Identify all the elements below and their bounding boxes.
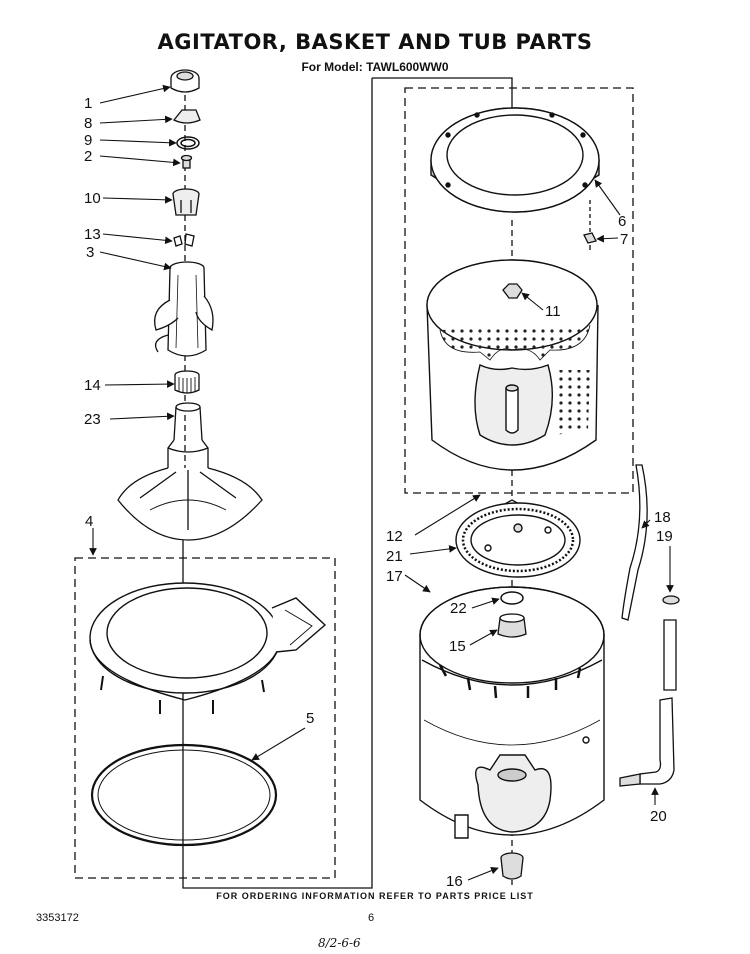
part-5-tub-seal (90, 743, 278, 847)
callout-12: 12 (386, 528, 403, 545)
ordering-note: FOR ORDERING INFORMATION REFER TO PARTS … (216, 891, 534, 901)
callout-2: 2 (84, 148, 92, 165)
part-16-drain-fitting (500, 852, 524, 880)
callout-3: 3 (86, 244, 94, 261)
part-8-cam (172, 109, 201, 124)
callout-9: 9 (84, 132, 92, 149)
callout-14: 14 (84, 377, 101, 394)
part-agitator-cap (170, 69, 200, 93)
callout-23: 23 (84, 411, 101, 428)
part-10-dog (172, 188, 200, 216)
document-number: 3353172 (36, 912, 79, 924)
part-23-agitator-base (117, 402, 263, 541)
callout-1: 1 (84, 95, 92, 112)
callout-8: 8 (84, 115, 92, 132)
handwritten-note: 8/2-6-6 (318, 936, 361, 950)
part-15-hub-seal (497, 613, 527, 638)
ring-subassembly-box (74, 557, 336, 879)
callout-6: 6 (618, 213, 626, 230)
callout-5: 5 (306, 710, 314, 727)
part-7-clip (583, 232, 597, 244)
part-basket (426, 259, 599, 471)
callout-20: 20 (650, 808, 667, 825)
callout-18: 18 (654, 509, 671, 526)
part-20-drain-hose (619, 619, 677, 787)
callout-leaders (89, 84, 674, 881)
part-11-nut (502, 283, 523, 299)
part-21-gear-ring (455, 502, 581, 578)
callout-11: 11 (545, 303, 561, 320)
callout-labels: 1 8 9 2 10 13 3 14 23 4 5 6 7 11 12 21 1… (84, 95, 673, 890)
part-22-ring (500, 591, 524, 605)
part-19-clamp (662, 595, 680, 605)
callout-19: 19 (656, 528, 673, 545)
callout-7: 7 (620, 231, 628, 248)
part-6-basket-ring (430, 107, 600, 213)
part-13-clips (173, 233, 195, 247)
part-17-outer-tub (419, 586, 605, 839)
callout-21: 21 (386, 548, 403, 565)
page-title: AGITATOR, BASKET AND TUB PARTS (157, 30, 593, 54)
part-9-ring (176, 136, 200, 150)
model-line: For Model: TAWL600WW0 (301, 60, 449, 74)
part-18-hose (621, 464, 648, 621)
callout-15: 15 (449, 638, 466, 655)
subassembly-boxes (74, 87, 634, 879)
callout-16: 16 (446, 873, 463, 890)
callout-10: 10 (84, 190, 101, 207)
callout-17: 17 (386, 568, 403, 585)
part-3-agitator-barrel (153, 261, 214, 357)
part-2-bolt (180, 154, 193, 169)
part-4-tub-ring (89, 582, 327, 714)
basket-subassembly-box (404, 87, 634, 494)
callout-4: 4 (85, 513, 93, 530)
callout-13: 13 (84, 226, 101, 243)
callout-22: 22 (450, 600, 467, 617)
part-14-coupling (174, 370, 200, 394)
page-number: 6 (368, 912, 375, 924)
